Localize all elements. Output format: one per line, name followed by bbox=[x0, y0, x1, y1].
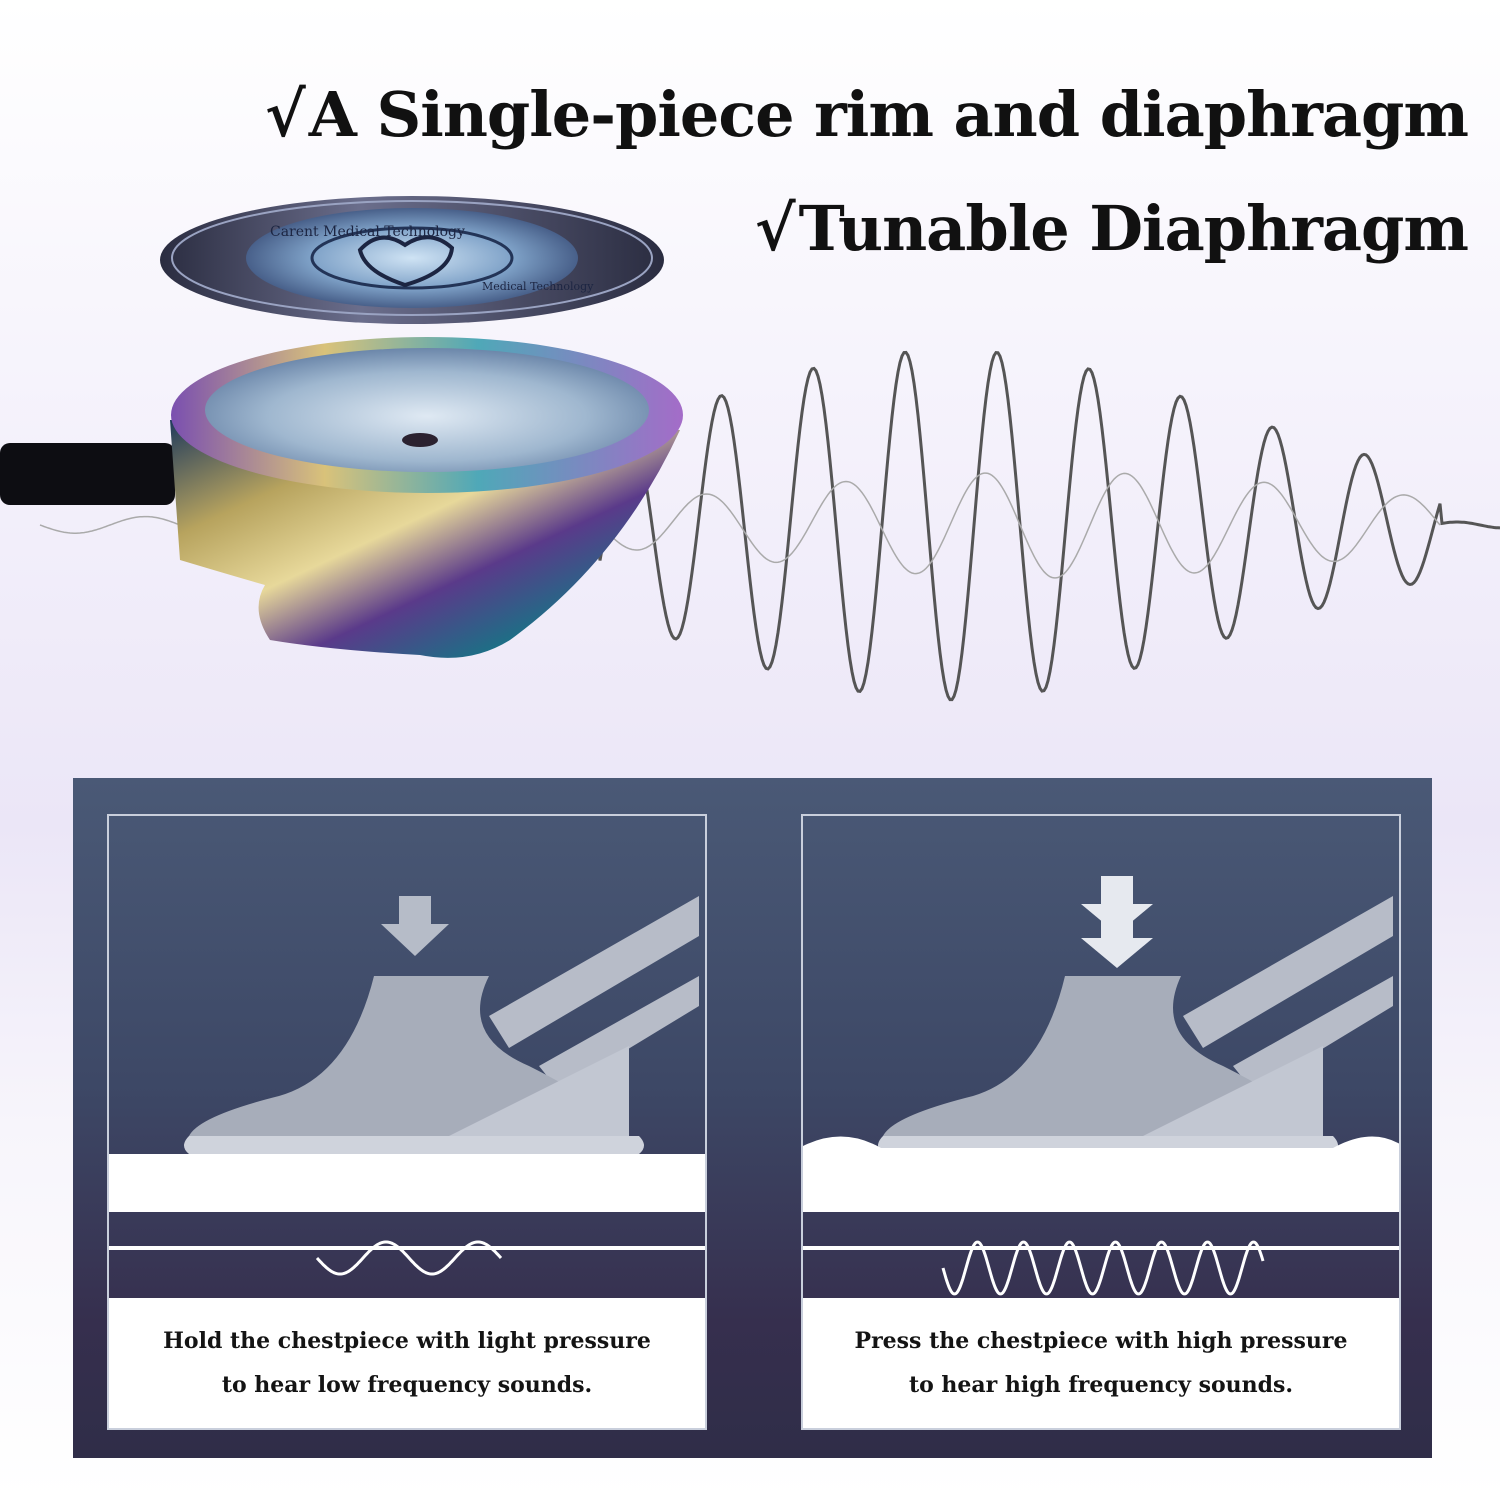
diaphragm-inner-text: Medical Technology bbox=[482, 280, 594, 293]
stem-tube bbox=[489, 896, 699, 1048]
tissue-line bbox=[109, 1246, 705, 1250]
diaphragm-disc: Carent Medical Technology Medical Techno… bbox=[160, 196, 664, 324]
chestpiece-section bbox=[189, 976, 629, 1136]
diaphragm-outer-text: Carent Medical Technology bbox=[270, 224, 465, 240]
chestpiece-section bbox=[883, 976, 1323, 1136]
down-arrow-icon bbox=[381, 896, 449, 956]
low-frequency-wave bbox=[315, 1240, 503, 1276]
check-mark-icon: √ bbox=[265, 78, 306, 151]
stem-tube-lower bbox=[539, 976, 699, 1091]
check-mark-icon: √ bbox=[754, 192, 796, 265]
heart-logo-icon bbox=[357, 235, 455, 288]
sound-wave-dark bbox=[558, 350, 1500, 702]
skin-surface-pressed bbox=[803, 1136, 1399, 1212]
headline-text: A Single-piece rim and diaphragm bbox=[308, 78, 1469, 151]
tissue-line bbox=[803, 1246, 1399, 1250]
caption-line: to hear low frequency sounds. bbox=[221, 1372, 593, 1398]
skin-surface bbox=[109, 1154, 705, 1212]
light-pressure-illustration bbox=[109, 896, 705, 1276]
stem-tube bbox=[1183, 896, 1393, 1048]
high-pressure-caption: Press the chestpiece with high pressure … bbox=[803, 1298, 1399, 1428]
light-pressure-diagram: Hold the chestpiece with light pressure … bbox=[107, 814, 707, 1430]
chestpiece-inner bbox=[449, 1046, 629, 1136]
diaphragm-edge bbox=[184, 1136, 644, 1154]
caption-line: Press the chestpiece with high pressure bbox=[854, 1328, 1348, 1354]
stethoscope-illustration: Carent Medical Technology Medical Techno… bbox=[0, 196, 1500, 702]
light-pressure-caption: Hold the chestpiece with light pressure … bbox=[109, 1298, 705, 1428]
headline-text: Tunable Diaphragm bbox=[798, 192, 1469, 265]
headline-single-piece: √A Single-piece rim and diaphragm bbox=[265, 78, 1469, 151]
down-arrow-icon bbox=[1081, 876, 1153, 934]
pressure-comparison-panel: Hold the chestpiece with light pressure … bbox=[73, 778, 1432, 1458]
chestpiece-bowl bbox=[205, 348, 649, 472]
headline-tunable: √Tunable Diaphragm bbox=[754, 192, 1469, 265]
caption-line: to hear high frequency sounds. bbox=[908, 1372, 1294, 1398]
chestpiece-inner bbox=[1143, 1046, 1323, 1136]
tubing bbox=[0, 443, 175, 505]
stem-tube-lower bbox=[1233, 976, 1393, 1091]
caption-line: Hold the chestpiece with light pressure bbox=[163, 1328, 651, 1354]
high-frequency-wave bbox=[941, 1240, 1265, 1296]
high-pressure-illustration bbox=[803, 876, 1399, 1296]
down-arrow-icon bbox=[1081, 916, 1153, 968]
sound-port bbox=[402, 433, 438, 447]
high-pressure-diagram: Press the chestpiece with high pressure … bbox=[801, 814, 1401, 1430]
